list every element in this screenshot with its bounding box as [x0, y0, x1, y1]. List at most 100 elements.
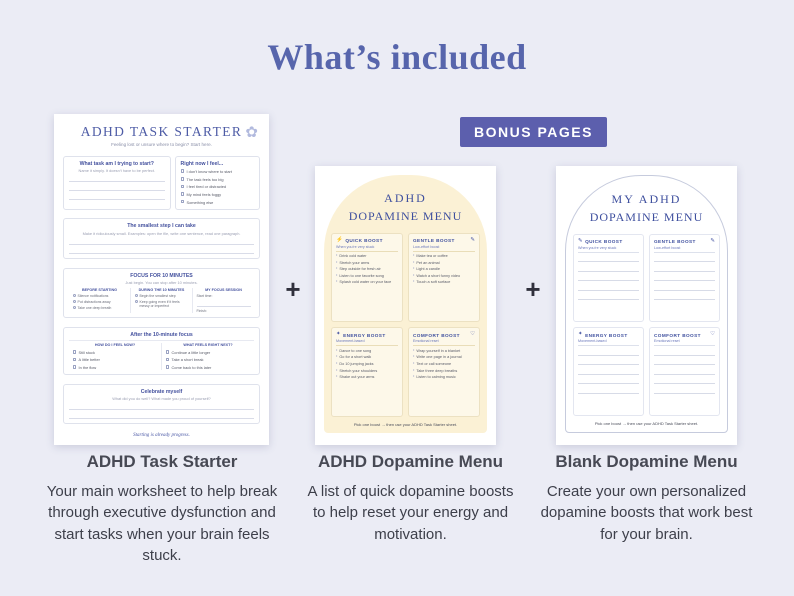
quadrant-subtitle: When you’re very stuck — [578, 246, 639, 253]
menu-title-line1: MY ADHD — [611, 192, 682, 206]
quadrant-header: COMFORT BOOST ♡ — [413, 332, 475, 338]
menu-item-label: Pet an animal — [416, 260, 440, 265]
comfort-boost-quadrant: COMFORT BOOST ♡ Emotional reset •Wrap yo… — [408, 327, 480, 417]
menu-footer: Pick one boost → then use your ADHD Task… — [353, 422, 458, 427]
bullet-icon: • — [336, 266, 338, 271]
quadrant-header: ✎ QUICK BOOST — [578, 238, 639, 245]
box-title: Celebrate myself — [140, 388, 183, 395]
menu-item: •Stretch your arms — [336, 260, 398, 265]
quadrant-subtitle: Emotional reset — [413, 339, 475, 347]
quadrant-subtitle: Low-effort boost — [413, 245, 475, 252]
checkbox-label: A little better — [78, 357, 100, 363]
ruled-line — [578, 375, 639, 385]
menu-item: •Write one page in a journal — [413, 354, 475, 360]
quick-boost-quadrant: ✎ QUICK BOOST When you’re very stuck — [573, 233, 644, 323]
menu-item: •Make tea or coffee — [413, 253, 475, 259]
ruled-line — [578, 281, 639, 291]
radio-dot — [134, 300, 138, 304]
menu-item: •Stretch your shoulders — [336, 368, 398, 373]
energy-boost-quadrant: ✦ ENERGY BOOST Movement-based •Dance to … — [331, 327, 403, 417]
gentle-boost-quadrant: GENTLE BOOST ✎ Low-effort boost •Make te… — [408, 232, 480, 323]
focus-item: Put distractions away — [72, 300, 127, 304]
radio-dot — [134, 294, 138, 298]
menu-item-label: Write one page in a journal — [416, 355, 462, 360]
feelings-box: Right now I feel... I don’t know where t… — [174, 155, 260, 210]
ruled-line — [578, 346, 639, 356]
bullet-icon: • — [336, 347, 338, 352]
ruled-line — [578, 356, 639, 366]
checkbox — [72, 365, 76, 369]
checkbox — [72, 357, 76, 362]
write-line — [69, 245, 254, 254]
ruled-line — [654, 253, 715, 262]
ruled-line — [654, 272, 715, 281]
box-hint: What did you do well? What made you prou… — [112, 396, 211, 402]
spark-icon: ✦ — [336, 331, 341, 338]
pen-icon: ✎ — [710, 237, 715, 244]
menu-item-label: Splash cold water on your face — [339, 280, 392, 285]
checkbox-label: In the flow — [78, 365, 97, 371]
checkbox-item: My mind feels foggy — [180, 192, 254, 198]
box-title: Right now I feel... — [180, 160, 224, 167]
quadrant-subtitle: Movement-based — [336, 339, 398, 347]
focus-item: Silence notifications — [72, 294, 127, 298]
ruled-line — [654, 346, 715, 356]
checkbox-item: The task feels too big — [180, 177, 254, 182]
focus-item: Start time: — [197, 294, 251, 298]
quadrant-subtitle: Movement-based — [578, 339, 639, 347]
menu-item-label: Text or call someone — [416, 362, 452, 367]
box-title: FOCUS FOR 10 MINUTES — [130, 272, 193, 279]
focus-item-label: Begin the smallest step — [139, 294, 176, 299]
radio-dot — [72, 300, 76, 304]
menu-item-label: Do 10 jumping jacks — [339, 362, 374, 367]
before-starting-column: BEFORE STARTING Silence notifications Pu… — [69, 288, 130, 313]
menu-item-label: Touch a soft surface — [416, 280, 451, 285]
focus-columns: BEFORE STARTING Silence notifications Pu… — [69, 288, 254, 314]
focus-item: Finish: — [197, 309, 251, 313]
checkbox-label: My mind feels foggy — [186, 192, 222, 198]
checkbox-item: A little better — [72, 357, 158, 363]
task-name-box: What task am I trying to start? Name it … — [63, 155, 171, 210]
worksheet-footer: Starting is already progress. — [133, 432, 190, 438]
task-starter-page: ADHD TASK STARTER Feeling lost or unsure… — [54, 114, 269, 445]
menu-item-label: Go for a short walk — [339, 355, 372, 360]
menu-item: •Splash cold water on your face — [336, 280, 398, 285]
focus-item: Begin the smallest step — [134, 294, 189, 299]
worksheet-subtitle: Feeling lost or unsure where to begin? S… — [111, 142, 212, 147]
column-title: HOW DO I FEEL NOW? — [94, 343, 136, 348]
ruled-line — [654, 384, 715, 394]
checkbox — [165, 350, 169, 354]
plus-sign: + — [285, 274, 301, 304]
page-title: What’s included — [267, 37, 527, 77]
menu-item-label: Take three deep breaths — [416, 368, 458, 373]
pen-icon: ✎ — [470, 236, 475, 243]
spark-icon: ✦ — [578, 331, 583, 338]
bullet-icon: • — [413, 354, 415, 359]
checkbox — [165, 365, 169, 369]
checkbox — [165, 357, 169, 362]
smallest-step-box: The smallest step I can take Make it rid… — [63, 218, 260, 259]
outlined-arch: MY ADHD DOPAMINE MENU ✎ QUICK BOOST When… — [565, 175, 728, 433]
bolt-icon: ⚡ — [336, 236, 343, 243]
menu-item-label: Make tea or coffee — [416, 254, 448, 259]
focus-item-label: Start time: — [196, 294, 213, 299]
bullet-icon: • — [413, 259, 415, 264]
menu-footer: Pick one boost → then use your ADHD Task… — [594, 421, 699, 426]
quadrant-title: COMFORT BOOST — [654, 332, 701, 338]
bullet-icon: • — [413, 272, 415, 277]
column-title: WHAT FEELS RIGHT NEXT? — [183, 343, 233, 348]
celebrate-box: Celebrate myself What did you do well? W… — [63, 383, 260, 425]
task-starter-header: ADHD TASK STARTER Feeling lost or unsure… — [63, 124, 260, 147]
caption-body: Your main worksheet to help break throug… — [46, 483, 278, 565]
ruled-line — [654, 365, 715, 375]
menu-item-label: Drink cold water — [339, 254, 367, 259]
menu-item-label: Step outside for fresh air — [339, 267, 381, 272]
caption-dopamine-menu: ADHD Dopamine Menu A list of quick dopam… — [300, 452, 521, 545]
checkbox-item: Still stuck — [72, 350, 158, 355]
checkbox — [180, 184, 185, 189]
comfort-boost-quadrant: COMFORT BOOST ♡ Emotional reset — [649, 327, 720, 416]
after-focus-columns: HOW DO I FEEL NOW? Still stuck A little … — [69, 343, 254, 371]
menu-item-label: Wrap yourself in a blanket — [416, 348, 461, 353]
write-line — [69, 191, 165, 201]
